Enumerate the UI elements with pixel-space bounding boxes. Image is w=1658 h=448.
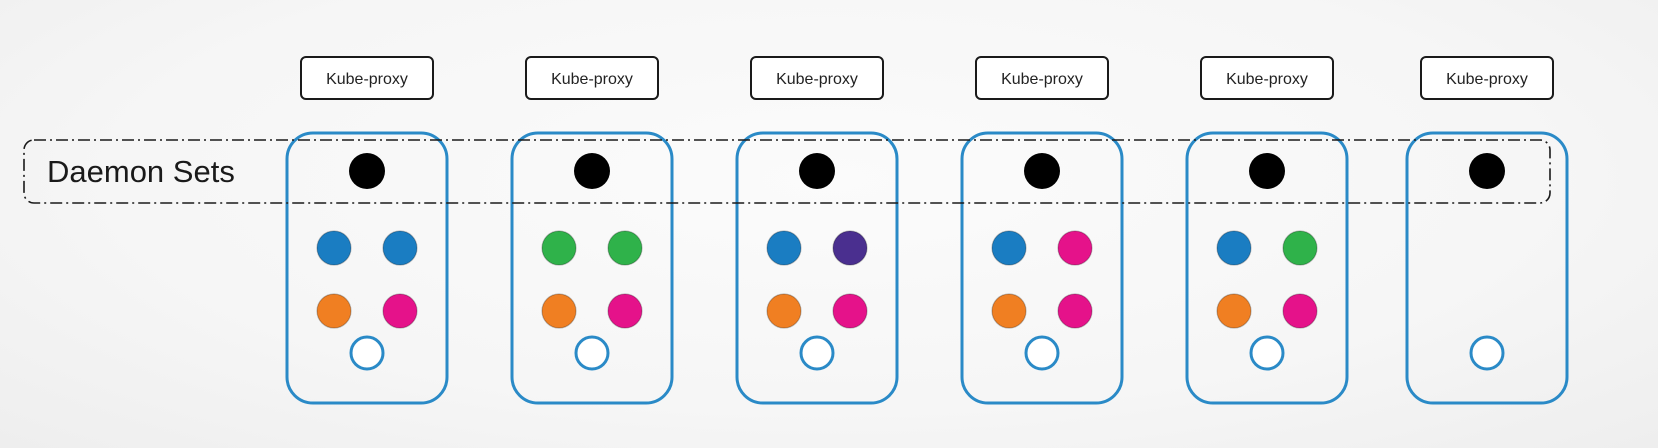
pod-green <box>607 230 643 266</box>
pod-blue <box>316 230 352 266</box>
pod-orange <box>991 293 1027 329</box>
node-5: Kube-proxy <box>1185 56 1349 405</box>
daemon-set-boundary <box>23 139 1551 204</box>
empty-pod-slot <box>1469 335 1505 371</box>
daemon-pod <box>1024 153 1060 189</box>
pod-pink <box>1057 293 1093 329</box>
pod-green <box>541 230 577 266</box>
node-1: Kube-proxy <box>285 56 449 405</box>
pod-blue <box>1216 230 1252 266</box>
daemon-pod <box>1249 153 1285 189</box>
daemon-pod <box>574 153 610 189</box>
pod-purple <box>832 230 868 266</box>
kube-proxy-box <box>1200 56 1334 100</box>
node-box <box>510 131 674 405</box>
empty-pod-slot <box>349 335 385 371</box>
kube-proxy-box <box>300 56 434 100</box>
kube-proxy-label: Kube-proxy <box>776 71 858 88</box>
kube-proxy-label: Kube-proxy <box>551 71 633 88</box>
daemon-pod <box>799 153 835 189</box>
pod-orange <box>1216 293 1252 329</box>
empty-pod-slot <box>1249 335 1285 371</box>
pod-pink <box>382 293 418 329</box>
daemon-set-label: Daemon Sets <box>47 154 235 189</box>
pod-blue <box>382 230 418 266</box>
pod-pink <box>1057 230 1093 266</box>
pod-orange <box>541 293 577 329</box>
kube-proxy-label: Kube-proxy <box>1226 71 1308 88</box>
pod-pink <box>607 293 643 329</box>
pod-pink <box>832 293 868 329</box>
node-3: Kube-proxy <box>735 56 899 405</box>
daemon-pod <box>1469 153 1505 189</box>
kube-proxy-label: Kube-proxy <box>326 71 408 88</box>
pod-pink <box>1282 293 1318 329</box>
node-box <box>1405 131 1569 405</box>
empty-pod-slot <box>574 335 610 371</box>
daemon-pod <box>349 153 385 189</box>
pod-blue <box>766 230 802 266</box>
node-box <box>285 131 449 405</box>
empty-pod-slot <box>799 335 835 371</box>
kube-proxy-box <box>975 56 1109 100</box>
nodes-layer: Kube-proxy Kube-proxy Kube-proxy Kube-proxy… <box>285 56 1569 405</box>
pod-blue <box>991 230 1027 266</box>
kube-proxy-label: Kube-proxy <box>1446 71 1528 88</box>
pod-green <box>1282 230 1318 266</box>
kube-proxy-box <box>525 56 659 100</box>
node-box <box>735 131 899 405</box>
node-4: Kube-proxy <box>960 56 1124 405</box>
kube-proxy-box <box>1420 56 1554 100</box>
node-6: Kube-proxy <box>1405 56 1569 405</box>
kube-proxy-box <box>750 56 884 100</box>
pod-orange <box>316 293 352 329</box>
kube-proxy-label: Kube-proxy <box>1001 71 1083 88</box>
daemon-set-layer: Daemon Sets <box>23 139 1551 204</box>
empty-pod-slot <box>1024 335 1060 371</box>
node-2: Kube-proxy <box>510 56 674 405</box>
pod-orange <box>766 293 802 329</box>
node-box <box>960 131 1124 405</box>
node-box <box>1185 131 1349 405</box>
